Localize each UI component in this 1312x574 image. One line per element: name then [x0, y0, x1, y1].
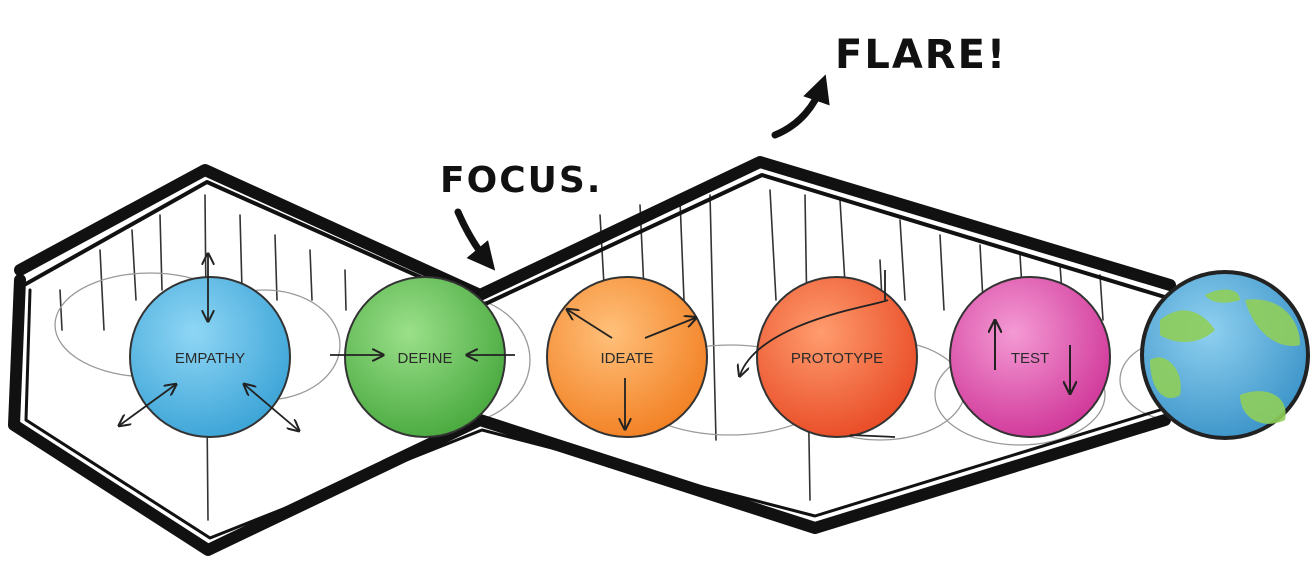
focus-arrow-icon	[454, 208, 496, 271]
stage-label: DEFINE	[397, 350, 452, 367]
prototype-loop	[740, 270, 896, 438]
stage-define: DEFINE	[330, 276, 515, 438]
ideate-arrows	[568, 310, 695, 428]
stage-empathy: EMPATHY	[120, 255, 298, 438]
stage-circles: EMPATHY DEFINE IDEATE	[120, 255, 1310, 440]
focus-annotation: FOCUS.	[440, 160, 602, 271]
stage-label: EMPATHY	[175, 350, 245, 367]
stage-prototype: PROTOTYPE	[740, 270, 918, 438]
focus-label: FOCUS.	[440, 160, 602, 201]
stage-label: TEST	[1011, 350, 1049, 367]
test-arrows	[995, 322, 1070, 392]
empathy-arrows	[120, 255, 298, 430]
flare-label: FLARE!	[835, 32, 1007, 78]
stage-test: TEST	[949, 276, 1111, 438]
flare-arrow-icon	[771, 74, 830, 139]
stage-label: IDEATE	[600, 350, 653, 367]
stage-label: PROTOTYPE	[791, 350, 883, 367]
flare-annotation: FLARE!	[771, 32, 1007, 139]
globe-icon	[1140, 270, 1310, 440]
stage-ideate: IDEATE	[546, 276, 708, 438]
